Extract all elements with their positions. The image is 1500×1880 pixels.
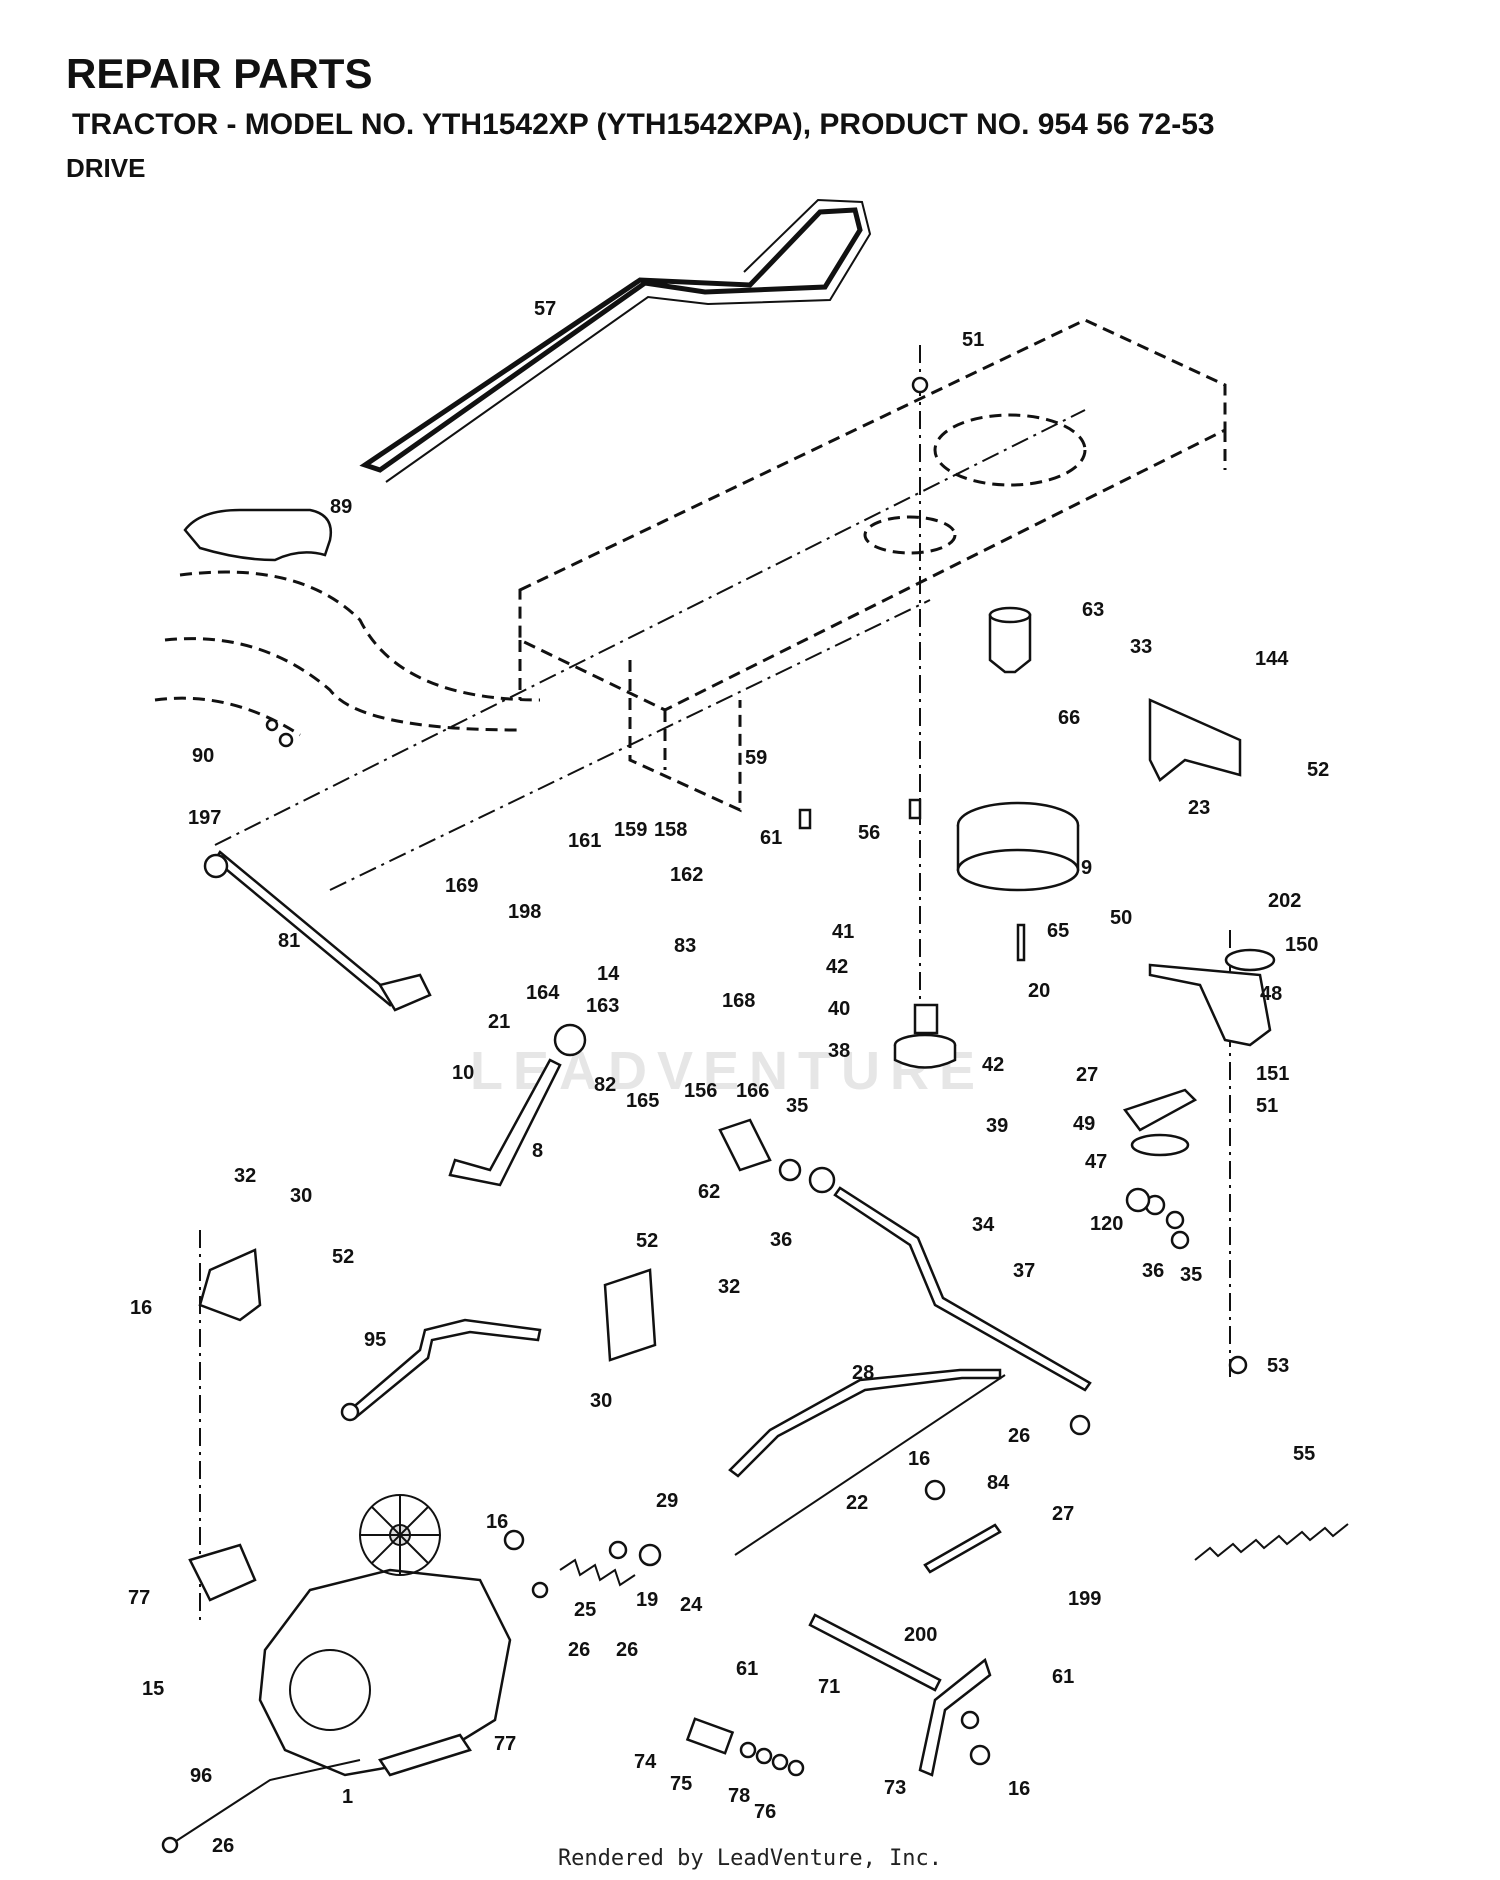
shift-knob (553, 1023, 587, 1057)
shift-lever (448, 1058, 562, 1187)
clutch-bracket (1148, 698, 1242, 782)
page-title: REPAIR PARTS (66, 50, 373, 97)
pedal-rod (348, 1318, 542, 1420)
tractor-frame (154, 318, 1227, 813)
section-title: DRIVE (66, 153, 146, 183)
footer-credit: Rendered by LeadVenture, Inc. (557, 1846, 943, 1871)
return-spring (1194, 1523, 1349, 1561)
mount-bracket-middle (603, 1268, 657, 1362)
brake-arm (918, 1657, 992, 1777)
link-rod (923, 1523, 1002, 1574)
brake-rod (728, 1368, 1002, 1478)
model-subtitle: TRACTOR - MODEL NO. YTH1542XP (YTH1542XP… (72, 108, 1215, 141)
idler-bracket (1148, 963, 1272, 1047)
brake-spring (559, 1558, 636, 1587)
pivot-bar (833, 1186, 1092, 1392)
parking-brake-link (808, 1613, 942, 1692)
drive-belt (359, 207, 863, 473)
seat-pan (183, 508, 333, 562)
shift-rod (213, 850, 397, 1007)
pulley-stack (893, 606, 1080, 1069)
control-rod (734, 1374, 1006, 1556)
transaxle (188, 1494, 512, 1777)
mount-bracket-left (198, 1248, 262, 1322)
